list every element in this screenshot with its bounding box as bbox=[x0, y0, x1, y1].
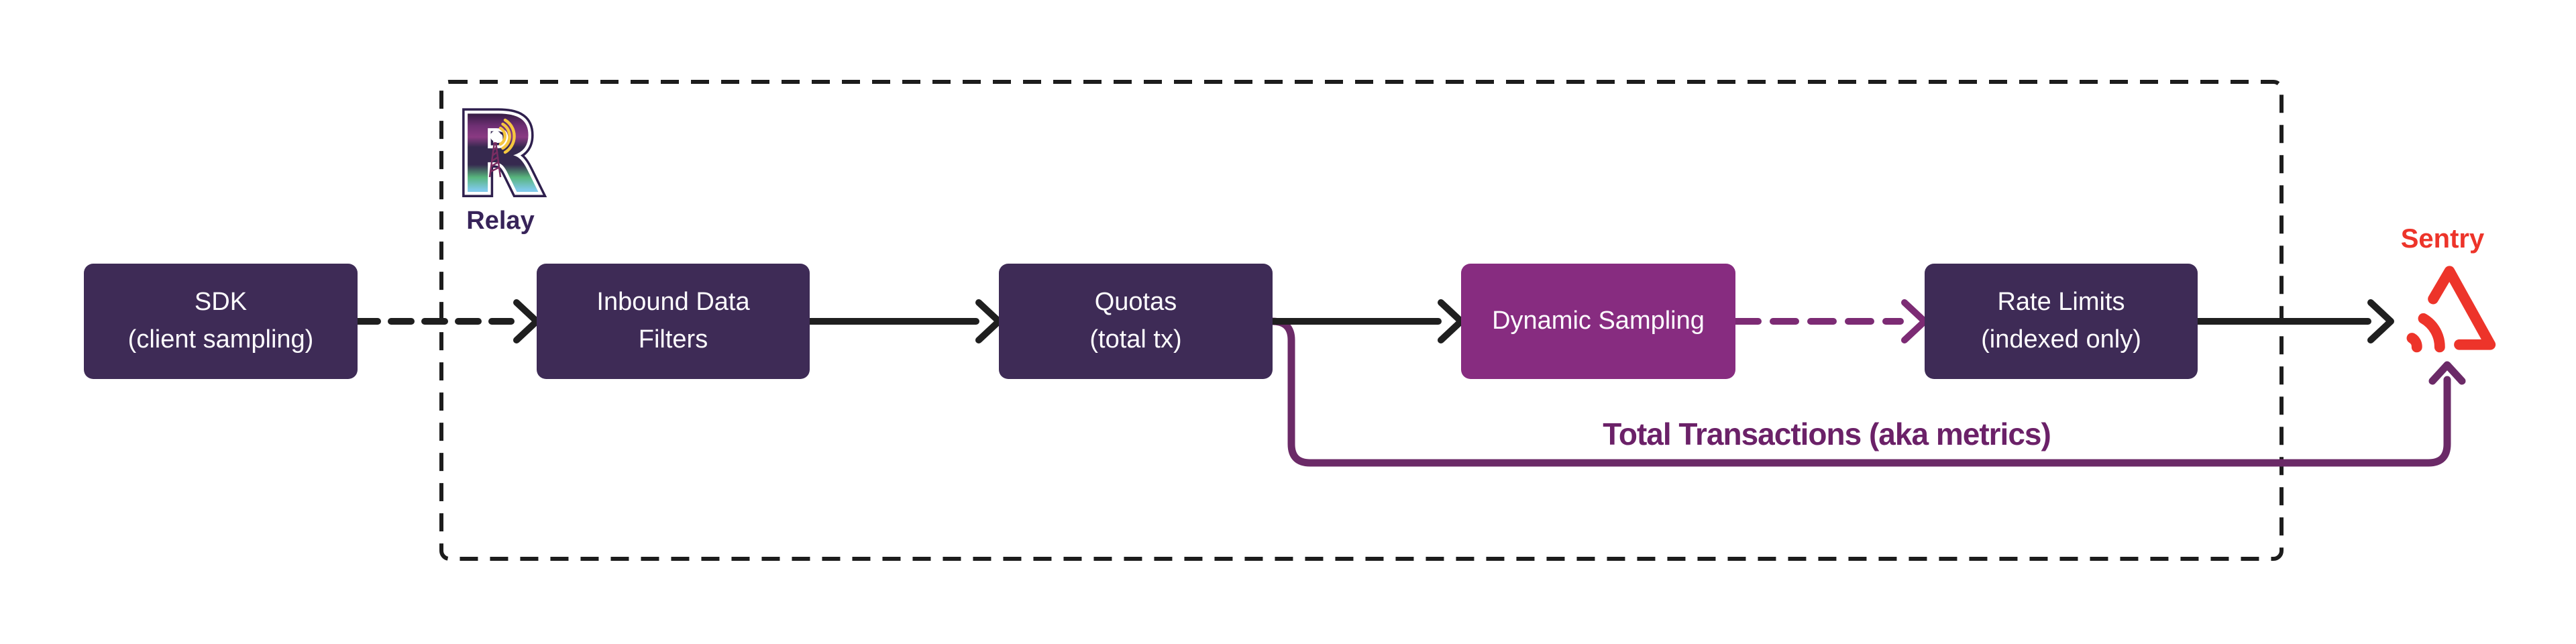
node-dynamic-sampling-line1: Dynamic Sampling bbox=[1492, 307, 1705, 335]
arrowhead-inbound-to-quotas bbox=[975, 299, 1002, 343]
arrowhead-sdk-to-inbound bbox=[513, 299, 540, 343]
node-rate-limits: Rate Limits (indexed only) bbox=[1925, 264, 2198, 379]
sentry-logo bbox=[2406, 266, 2496, 353]
node-quotas-line2: (total tx) bbox=[1089, 325, 1182, 354]
sentry-label: Sentry bbox=[2400, 224, 2485, 254]
node-dynamic-sampling: Dynamic Sampling bbox=[1461, 264, 1735, 379]
node-rate-limits-line1: Rate Limits bbox=[1997, 288, 2125, 317]
node-inbound-line1: Inbound Data bbox=[596, 288, 750, 317]
node-inbound-data-filters: Inbound Data Filters bbox=[537, 264, 810, 379]
relay-logo-r-outline: R bbox=[458, 92, 540, 217]
relay-logo-beacon-light bbox=[490, 131, 501, 142]
sentry-logo-outer-band bbox=[2428, 266, 2496, 350]
sentry-logo-inner-arc bbox=[2406, 333, 2422, 353]
relay-logo-signal-waves bbox=[498, 118, 516, 154]
relay-logo-r-fill: R bbox=[458, 92, 540, 217]
relay-logo: R R bbox=[452, 87, 545, 223]
node-sdk: SDK (client sampling) bbox=[84, 264, 358, 379]
arrowhead-rate-limits-to-sentry bbox=[2367, 299, 2394, 343]
node-sdk-line1: SDK bbox=[194, 288, 248, 317]
arrowhead-dynamic-sampling-to-rate-limits bbox=[1901, 299, 1928, 343]
sentry-logo-middle-arc bbox=[2418, 313, 2445, 353]
node-quotas-line1: Quotas bbox=[1094, 288, 1177, 317]
metrics-line-label: Total Transactions (aka metrics) bbox=[1603, 417, 2051, 451]
node-inbound-line2: Filters bbox=[638, 325, 708, 354]
node-sdk-line2: (client sampling) bbox=[127, 325, 314, 354]
node-quotas: Quotas (total tx) bbox=[999, 264, 1273, 379]
relay-logo-radio-tower bbox=[488, 142, 502, 178]
relay-group-label: Relay bbox=[466, 207, 535, 235]
node-rate-limits-line2: (indexed only) bbox=[1981, 325, 2141, 354]
metrics-arrowhead-up bbox=[2428, 361, 2466, 385]
metrics-line-quotas-to-sentry bbox=[1269, 317, 2451, 467]
arrowhead-quotas-to-dynamic-sampling bbox=[1438, 299, 1464, 343]
